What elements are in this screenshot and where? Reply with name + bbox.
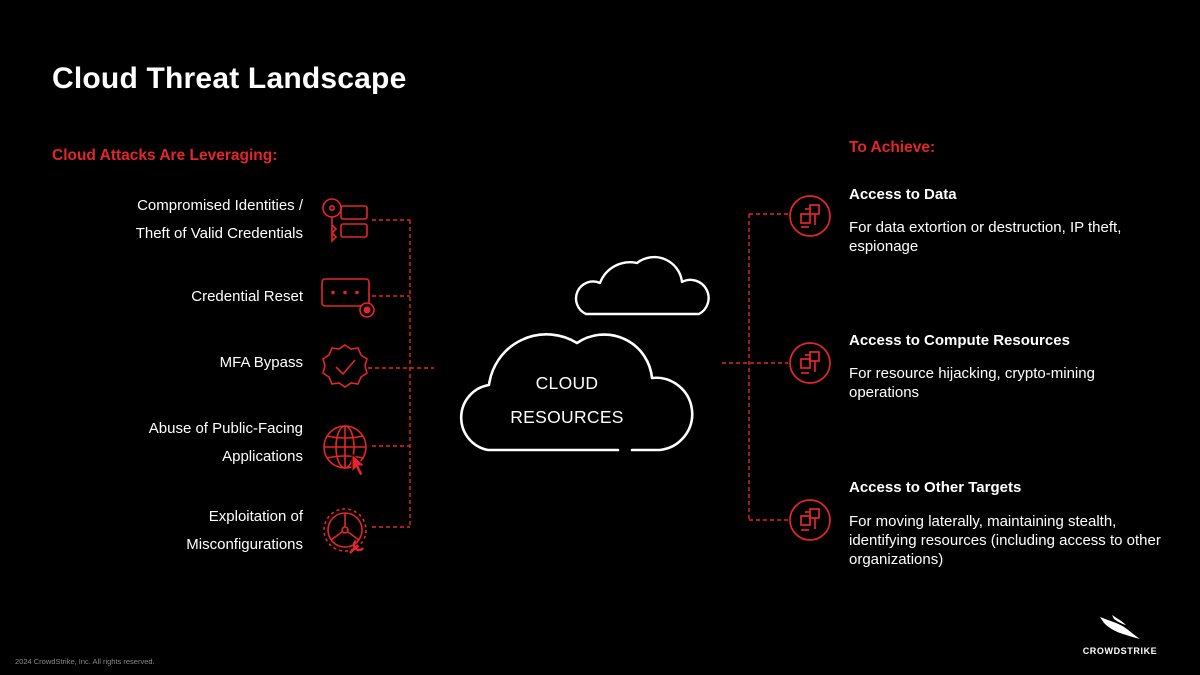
attack-item-misconfigurations: Exploitation of Misconfigurations xyxy=(63,503,303,559)
right-connectors xyxy=(722,213,788,521)
attack-label-line1: MFA Bypass xyxy=(219,354,303,371)
attack-label-line2: Misconfigurations xyxy=(186,536,303,553)
copyright-notice: 2024 CrowdStrike, Inc. All rights reserv… xyxy=(15,657,155,666)
goal-title-data: Access to Data xyxy=(849,186,957,203)
attack-item-compromised-identities: Compromised Identities / Theft of Valid … xyxy=(63,192,303,248)
attacks-heading: Cloud Attacks Are Leveraging: xyxy=(52,147,278,164)
attack-label-line2: Theft of Valid Credentials xyxy=(135,225,303,242)
network-nodes-icon xyxy=(789,195,831,237)
goal-title-compute: Access to Compute Resources xyxy=(849,332,1070,349)
network-nodes-icon xyxy=(789,499,831,541)
goal-title-other-targets: Access to Other Targets xyxy=(849,479,1022,496)
attack-label-line1: Compromised Identities / xyxy=(137,197,303,214)
globe-cursor-icon xyxy=(323,425,367,477)
achieve-heading: To Achieve: xyxy=(849,139,936,156)
key-credentials-icon xyxy=(322,198,368,243)
small-cloud-icon xyxy=(574,255,710,316)
brand-name: CROWDSTRIKE xyxy=(1082,646,1158,656)
left-connectors xyxy=(368,219,434,528)
attack-item-mfa-bypass: MFA Bypass xyxy=(63,349,303,377)
cloud-resources-label: CLOUD RESOURCES xyxy=(487,366,647,434)
crowdstrike-logo: CROWDSTRIKE xyxy=(1075,613,1165,656)
main-cloud-icon xyxy=(459,333,694,452)
password-reset-icon xyxy=(321,278,375,318)
attack-item-public-facing-apps: Abuse of Public-Facing Applications xyxy=(63,415,303,471)
slide-title: Cloud Threat Landscape xyxy=(52,62,407,95)
cloud-label-line1: CLOUD xyxy=(535,373,599,393)
attack-label-line1: Exploitation of xyxy=(208,508,303,525)
attack-label-line2: Applications xyxy=(222,448,303,465)
verified-badge-icon xyxy=(322,344,368,388)
gear-wrench-icon xyxy=(323,508,367,554)
attack-item-credential-reset: Credential Reset xyxy=(63,283,303,311)
falcon-logo-icon xyxy=(1100,615,1140,639)
goal-desc-data: For data extortion or destruction, IP th… xyxy=(849,219,1122,255)
attack-label-line1: Credential Reset xyxy=(191,288,303,305)
network-nodes-icon xyxy=(789,342,831,384)
cloud-label-line2: RESOURCES xyxy=(510,407,624,427)
goal-desc-compute: For resource hijacking, crypto-mining op… xyxy=(849,365,1095,401)
goal-desc-other-targets: For moving laterally, maintaining stealt… xyxy=(849,513,1161,568)
attack-label-line1: Abuse of Public-Facing xyxy=(148,420,303,437)
